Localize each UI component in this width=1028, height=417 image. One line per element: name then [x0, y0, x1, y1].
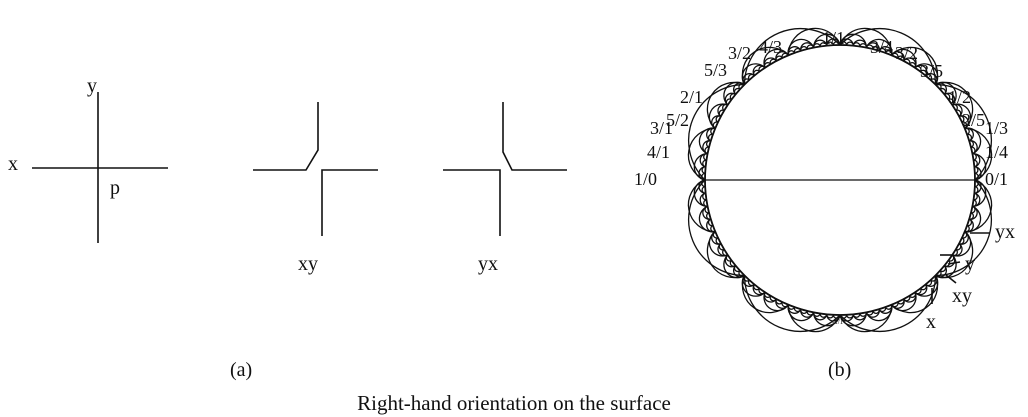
slope-label-3-4: 3/4	[870, 37, 893, 57]
slope-label-1-3: 1/3	[985, 118, 1008, 138]
geodesic-arc	[687, 179, 716, 233]
y-axis-label: y	[87, 75, 97, 97]
slope-label-3-2-left: 3/2	[728, 43, 751, 63]
slope-label-3-2-right: 3/2	[895, 43, 918, 63]
resolution-xy-label: xy	[298, 253, 318, 275]
geodesic-arc	[743, 275, 841, 332]
geodesic-arc	[839, 304, 893, 333]
panel-a-caption: (a)	[230, 359, 252, 381]
resolution-yx: yx	[443, 102, 567, 275]
slope-label-1-4: 1/4	[985, 142, 1008, 162]
y-pointer-lower	[947, 261, 961, 265]
slope-label-4-1: 4/1	[647, 142, 670, 162]
geodesic-arc	[688, 179, 745, 277]
geodesic-arc	[704, 44, 841, 181]
resolution-yx-label: yx	[478, 253, 498, 275]
curve-label-xy: xy	[952, 285, 972, 307]
geodesic-arc	[839, 275, 937, 332]
curve-label-x: x	[926, 311, 936, 333]
resolution-xy-lower-branch	[321, 169, 378, 236]
slope-label-4-3: 4/3	[759, 37, 782, 57]
crossing-diagram: y x p	[8, 75, 168, 243]
slope-label-2-5: 2/5	[962, 110, 985, 130]
slope-label-5-3: 5/3	[704, 60, 727, 80]
slope-label-5-2: 5/2	[666, 110, 689, 130]
slope-label-right: 0/1	[985, 169, 1008, 189]
resolution-yx-upper-branch	[502, 102, 567, 171]
geodesic-arc	[974, 179, 979, 188]
geodesic-arc	[704, 179, 841, 316]
farey-tessellation	[687, 27, 993, 333]
slope-label-3-1: 3/1	[650, 118, 673, 138]
slope-label-2-1: 2/1	[680, 87, 703, 107]
point-label: p	[110, 177, 120, 199]
slope-label-1-2: 1/2	[948, 87, 971, 107]
resolution-xy-upper-branch	[253, 102, 319, 171]
resolution-xy: xy	[253, 102, 378, 275]
resolution-yx-lower-branch	[443, 169, 501, 236]
slope-label-3-5: 3/5	[920, 61, 943, 81]
xy-pointer	[945, 274, 957, 284]
curve-label-y: y	[965, 253, 975, 275]
curve-label-yx: yx	[995, 221, 1015, 243]
slope-label-left: 1/0	[634, 169, 657, 189]
geodesic-arc	[935, 179, 992, 277]
geodesic-arc	[839, 179, 976, 316]
slope-label-top: 1/1	[822, 28, 845, 48]
panel-b: 1/1 1/0 0/1 -1/1 4/3 3/2 5/3 2/1 5/2 3/1…	[634, 27, 1015, 381]
slope-label-bottom: -1/1	[832, 318, 844, 326]
geodesic-arc	[839, 44, 976, 181]
panel-b-caption: (b)	[828, 359, 851, 381]
figure-caption: Right-hand orientation on the surface	[357, 391, 671, 415]
panel-a: y x p xy yx (a)	[8, 75, 567, 381]
x-axis-label: x	[8, 153, 18, 175]
